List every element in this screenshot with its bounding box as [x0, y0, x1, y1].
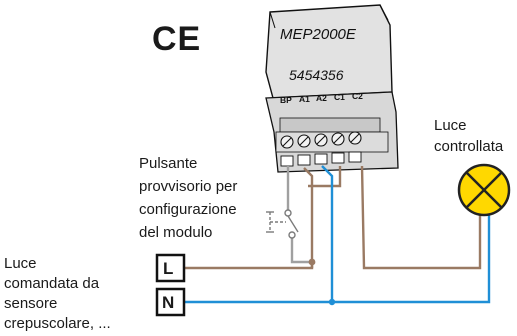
label-lamp-controlled: Luce controllata	[434, 117, 504, 155]
label-lamp-sensor: Luce comandata da sensore crepuscolare, …	[4, 255, 111, 332]
terminal-screws	[280, 131, 362, 149]
live-wires	[185, 165, 482, 270]
pin-a2: A2	[316, 93, 327, 103]
ce-mark: CE	[152, 20, 201, 58]
svg-text:Luce: Luce	[434, 117, 467, 134]
pin-c1: C1	[334, 92, 345, 102]
pin-a1: A1	[299, 94, 310, 104]
svg-text:L: L	[163, 259, 173, 278]
svg-text:N: N	[162, 293, 174, 312]
label-pushbutton: Pulsante provvisorio per configurazione …	[139, 155, 237, 241]
terminal-l: L	[155, 253, 186, 283]
svg-text:configurazione: configurazione	[139, 201, 237, 218]
svg-text:crepuscolare, ...: crepuscolare, ...	[4, 315, 111, 332]
module: MEP2000E 5454356 BP A1 A2 C1 C2	[265, 4, 399, 173]
svg-text:comandata da: comandata da	[4, 275, 100, 292]
svg-text:controllata: controllata	[434, 138, 504, 155]
pushbutton-switch	[266, 209, 299, 239]
module-model: MEP2000E	[280, 26, 357, 43]
pin-bp: BP	[280, 95, 292, 105]
module-code: 5454356	[289, 67, 344, 83]
svg-text:Luce: Luce	[4, 255, 37, 272]
junction-neutral	[328, 298, 336, 306]
module-body	[265, 4, 393, 99]
junction-live	[308, 258, 316, 266]
svg-text:provvisorio per: provvisorio per	[139, 178, 237, 195]
neutral-wires	[185, 165, 491, 304]
pin-c2: C2	[352, 91, 363, 101]
svg-text:del modulo: del modulo	[139, 224, 212, 241]
pushbutton-wires	[286, 166, 312, 264]
svg-text:Pulsante: Pulsante	[139, 155, 197, 172]
svg-text:sensore: sensore	[4, 295, 57, 312]
terminal-n: N	[155, 287, 186, 317]
lamp-icon	[457, 163, 511, 217]
